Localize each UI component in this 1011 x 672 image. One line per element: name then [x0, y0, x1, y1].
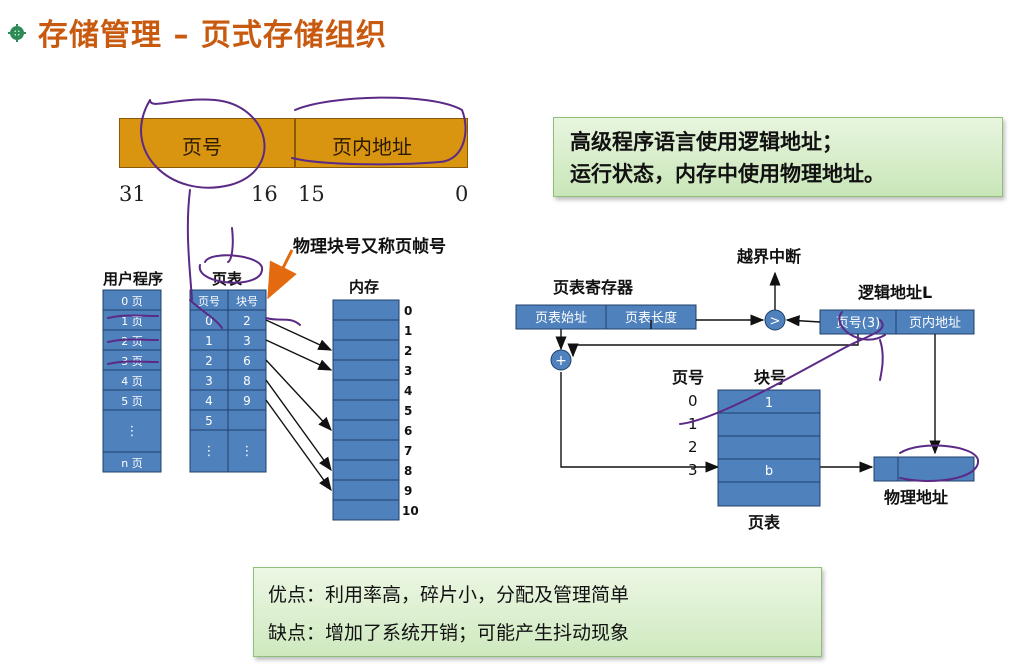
- page-title: 存储管理 – 页式存储组织: [38, 18, 387, 53]
- bit-16: 16: [251, 182, 278, 206]
- up-page-n: n 页: [121, 457, 142, 470]
- compare-node: [764, 309, 786, 331]
- up-page-0: 0 页: [121, 295, 143, 308]
- pt-page-1: 1: [205, 334, 213, 348]
- adder-symbol: +: [555, 353, 567, 369]
- pt-block-0: 2: [243, 314, 251, 328]
- mem-idx-8: 8: [404, 464, 412, 478]
- pt-page-no-label: 页号: [672, 368, 704, 387]
- mapping-arrows: [265, 319, 333, 492]
- pt-start-cell: [515, 304, 607, 330]
- tpt-row0-value: 1: [765, 396, 773, 411]
- tpt-row-2: 2: [688, 438, 698, 456]
- memory-label: 内存: [349, 278, 380, 296]
- page-number-field: 页号: [182, 135, 222, 159]
- user-program-label: 用户程序: [103, 270, 164, 288]
- translation-wires: [555, 314, 941, 473]
- tpt-row-3: 3: [688, 461, 698, 479]
- pt-page-2: 2: [205, 354, 213, 368]
- pt-page-5: 5: [205, 414, 213, 428]
- up-page-2: 2 页: [121, 335, 143, 348]
- pt-block-3: 8: [243, 374, 251, 388]
- pt-page-0: 0: [205, 314, 213, 328]
- mem-idx-3: 3: [404, 364, 412, 378]
- pt-header-page: 页号: [198, 295, 220, 308]
- offset-field: 页内地址: [332, 135, 412, 159]
- user-program-column: 0 页 1 页 2 页 3 页 4 页 5 页 ⋮ n 页: [102, 289, 162, 473]
- pt-block-1: 3: [243, 334, 251, 348]
- logical-address-label: 逻辑地址L: [858, 283, 932, 302]
- mem-idx-10: 10: [402, 504, 419, 518]
- pt-page-4: 4: [205, 394, 213, 408]
- pt-length-label: 页表长度: [625, 310, 677, 326]
- pt-block-no-label: 块号: [754, 368, 786, 387]
- pt-header-block: 块号: [236, 295, 258, 308]
- mem-idx-7: 7: [404, 444, 412, 458]
- handwritten-marks: [107, 96, 980, 482]
- address-divider: [294, 119, 296, 167]
- la-page-label: 页号(3): [836, 316, 880, 331]
- frame-number-annotation: 物理块号又称页帧号: [293, 237, 446, 257]
- adder-node: [550, 349, 572, 371]
- compare-symbol: >: [770, 314, 781, 329]
- pt-page-ellipsis: ⋮: [203, 444, 216, 459]
- tpt-row3-value: b: [765, 464, 773, 479]
- overflow-interrupt-label: 越界中断: [736, 247, 801, 266]
- translation-page-table: 1 b: [717, 389, 821, 507]
- tpt-table-label: 页表: [748, 513, 781, 532]
- up-page-5: 5 页: [121, 395, 143, 408]
- bullet-icon: [8, 24, 26, 42]
- pros-cons-box: 优点：利用率高，碎片小，分配及管理简单 缺点：增加了系统开销；可能产生抖动现象: [253, 567, 822, 657]
- page-table-grid: 页号 块号 0 1 2 3 4 5 ⋮ 2 3 6 8 9 ⋮: [189, 289, 267, 473]
- annotation-arrow: [267, 249, 297, 300]
- bit-15: 15: [298, 182, 325, 206]
- mem-idx-1: 1: [404, 324, 412, 338]
- info-line-2: 运行状态，内存中使用物理地址。: [570, 162, 885, 186]
- up-page-1: 1 页: [121, 315, 143, 328]
- pt-start-label: 页表始址: [535, 311, 587, 326]
- bit-31: 31: [119, 182, 146, 206]
- pa-block-cell: [873, 456, 899, 482]
- mem-idx-2: 2: [404, 344, 412, 358]
- cons-text: 缺点：增加了系统开销；可能产生抖动现象: [268, 622, 630, 644]
- mem-idx-4: 4: [404, 384, 412, 398]
- la-offset-cell: [895, 309, 975, 335]
- up-page-4: 4 页: [121, 375, 143, 388]
- pt-block-4: 9: [243, 394, 251, 408]
- mem-idx-0: 0: [404, 304, 412, 318]
- pros-text: 优点：利用率高，碎片小，分配及管理简单: [268, 584, 630, 606]
- memory-column: 0 1 2 3 4 5 6 7 8 9 10: [332, 299, 419, 521]
- tpt-row-0: 0: [688, 392, 698, 410]
- mem-idx-6: 6: [404, 424, 412, 438]
- mem-idx-5: 5: [404, 404, 412, 418]
- bit-0: 0: [455, 182, 469, 206]
- tpt-row-1: 1: [688, 415, 698, 433]
- pt-page-3: 3: [205, 374, 213, 388]
- mem-idx-9: 9: [404, 484, 412, 498]
- up-page-ellipsis: ⋮: [126, 424, 139, 439]
- physical-address-label: 物理地址: [884, 488, 948, 507]
- info-box: 高级程序语言使用逻辑地址； 运行状态，内存中使用物理地址。: [553, 117, 1003, 197]
- address-format-bar: 页号 页内地址: [119, 118, 468, 168]
- pt-register-label: 页表寄存器: [553, 278, 634, 297]
- pt-block-2: 6: [243, 354, 251, 368]
- la-offset-label: 页内地址: [909, 315, 961, 331]
- info-line-1: 高级程序语言使用逻辑地址；: [570, 130, 843, 154]
- pt-block-ellipsis: ⋮: [241, 444, 254, 459]
- pa-offset-cell: [897, 456, 975, 482]
